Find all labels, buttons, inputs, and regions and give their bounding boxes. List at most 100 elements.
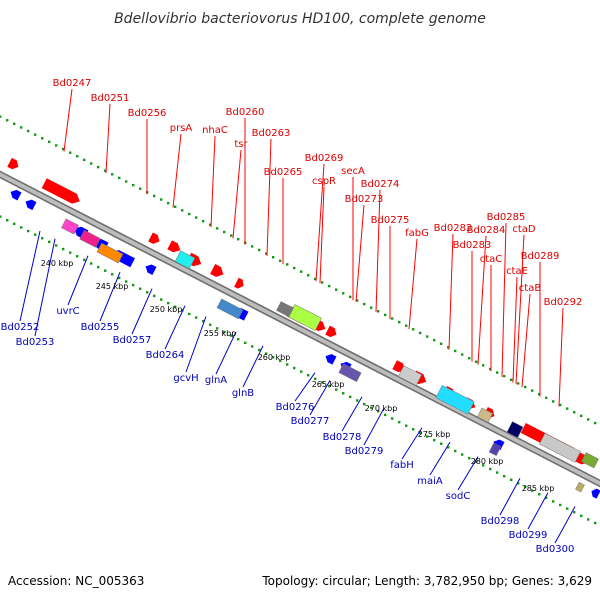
bottom-track-dot (76, 255, 79, 258)
gene-label-Bd0263: Bd0263 (252, 128, 291, 139)
gene-label-tsr: tsr (234, 139, 248, 150)
leader-line (554, 506, 576, 544)
top-track-dot (426, 335, 429, 338)
top-track-dot (482, 364, 485, 367)
scale-tick-label: 250 kbp (150, 305, 183, 314)
gene-box (575, 481, 585, 493)
top-track-dot (34, 133, 37, 136)
top-track-dot (594, 421, 597, 425)
top-track-dot (160, 198, 163, 201)
top-track-dot (454, 349, 457, 353)
gene-feature (488, 442, 502, 456)
bottom-track-dot (412, 428, 415, 431)
gene-box (477, 407, 493, 423)
bottom-track-dot (342, 392, 345, 395)
bottom-track-dot (517, 482, 520, 485)
gene-feature (234, 277, 244, 289)
gene-arrow (325, 354, 337, 365)
gene-label-glnA: glnA (205, 375, 227, 386)
top-track-dot (104, 169, 107, 172)
leader-line (319, 186, 325, 284)
top-track-dot (412, 328, 415, 331)
gene-label-glnB: glnB (232, 388, 254, 399)
top-track-dot (391, 317, 394, 320)
gene-label-gcvH: gcvH (173, 373, 198, 384)
gene-label-Bd0273: Bd0273 (345, 194, 384, 205)
leader-line (34, 238, 56, 337)
bottom-track-dot (510, 478, 513, 481)
leader-line (477, 235, 487, 365)
bottom-track-dot (181, 309, 184, 312)
leader-line (232, 149, 242, 239)
bottom-track-dot (167, 301, 170, 305)
gene-feature (96, 242, 124, 264)
gene-label-Bd0276: Bd0276 (276, 402, 315, 413)
gene-label-Bd0264: Bd0264 (146, 350, 185, 361)
gene-label-Bd0256: Bd0256 (128, 108, 167, 119)
top-track-dot (69, 151, 72, 154)
top-track-dot (440, 342, 443, 345)
top-track-dot (13, 122, 16, 126)
top-track-dot (363, 302, 366, 306)
leader-line (448, 233, 454, 350)
gene-feature (25, 199, 37, 211)
gene-label-sodC: sodC (446, 491, 471, 502)
bottom-track-dot (349, 395, 352, 399)
top-track-dot (538, 393, 541, 396)
leader-line (501, 222, 507, 377)
gene-label-Bd0289: Bd0289 (521, 251, 560, 262)
gene-arrow (41, 178, 80, 204)
top-track-dot (580, 414, 583, 418)
bottom-track-dot (363, 402, 366, 406)
top-track-dot (335, 288, 338, 291)
gene-feature (325, 354, 337, 365)
gene-arrow (145, 264, 157, 275)
gene-arrow (25, 199, 37, 211)
gene-box (276, 301, 294, 318)
top-track-dot (6, 119, 9, 122)
top-track-dot (307, 274, 310, 277)
top-track-dot (272, 256, 275, 259)
bottom-track-dot (216, 327, 219, 330)
bottom-track-dot (111, 273, 114, 276)
bottom-track-dot (83, 258, 86, 262)
bottom-track-dot (398, 420, 401, 424)
gene-label-Bd0257: Bd0257 (113, 335, 152, 346)
gene-arrow (148, 232, 160, 244)
top-track-dot (111, 173, 114, 176)
gene-box (581, 452, 599, 469)
bottom-track-dot (489, 467, 492, 471)
gene-box (174, 250, 196, 270)
bottom-track-dot (461, 453, 464, 456)
gene-arrow (591, 488, 600, 499)
top-track-dot (286, 263, 289, 266)
leader-line (363, 407, 385, 446)
scale-tick-label: 260 kbp (258, 353, 291, 362)
gene-feature (145, 264, 157, 275)
leader-line (164, 305, 186, 350)
bottom-track-dot (174, 305, 177, 308)
gene-feature (210, 264, 224, 277)
gene-label-Bd0292: Bd0292 (544, 297, 583, 308)
top-track-dot (27, 129, 30, 133)
leader-line (131, 288, 153, 335)
top-track-dot (566, 407, 569, 410)
gene-feature (591, 488, 600, 499)
bottom-track-dot (0, 215, 2, 218)
bottom-track-dot (566, 507, 569, 510)
label-leaders (19, 88, 576, 544)
bottom-track-dot (503, 474, 506, 478)
top-track-dot (405, 324, 408, 327)
top-track-dot (531, 389, 534, 392)
bottom-track-dot (132, 283, 135, 287)
bottom-track-dot (244, 341, 247, 344)
bottom-track-dot (34, 233, 37, 236)
top-track-dot (573, 411, 576, 414)
bottom-track-dot (265, 352, 268, 355)
gene-feature (148, 232, 160, 244)
gene-label-Bd0269: Bd0269 (305, 153, 344, 164)
top-track-dot (188, 212, 191, 216)
bottom-track-dot (27, 229, 30, 233)
bottom-track-dot (524, 485, 527, 489)
leader-line (266, 138, 272, 256)
